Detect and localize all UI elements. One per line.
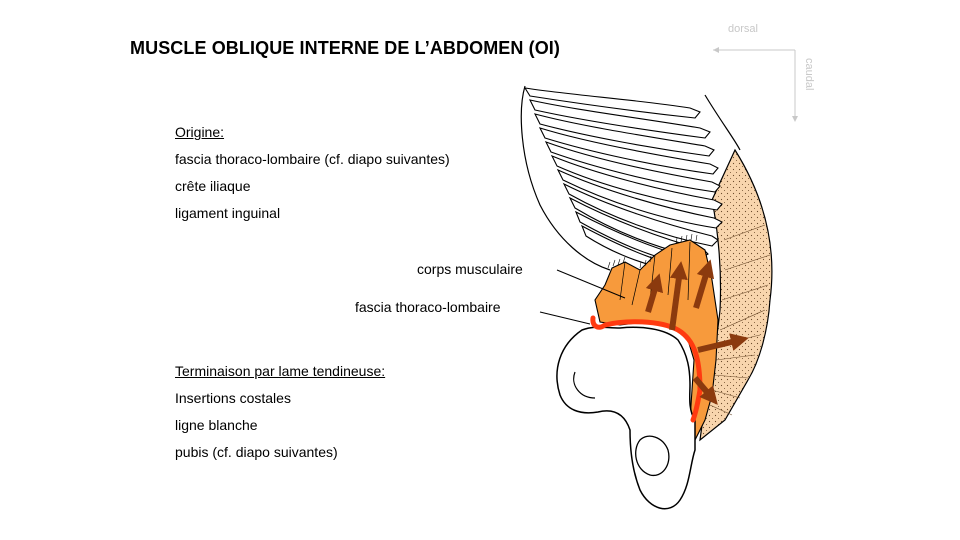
hip-bone bbox=[556, 326, 696, 510]
orientation-dorsal-label: dorsal bbox=[728, 23, 758, 35]
orientation-indicator bbox=[713, 47, 798, 122]
fascia-line bbox=[590, 315, 703, 423]
origin-item: ligament inguinal bbox=[175, 205, 281, 221]
page-title: MUSCLE OBLIQUE INTERNE DE L’ABDOMEN (OI) bbox=[130, 38, 561, 58]
origin-item: crête iliaque bbox=[175, 178, 251, 194]
rib-cage bbox=[523, 87, 723, 267]
termination-item: ligne blanche bbox=[175, 417, 258, 433]
corps-leader-line bbox=[556, 269, 626, 299]
termination-header: Terminaison par lame tendineuse: bbox=[175, 363, 386, 379]
orientation-caudal-label: caudal bbox=[803, 58, 815, 91]
fascia-leader-line bbox=[539, 311, 591, 325]
origin-item: fascia thoraco-lombaire (cf. diapo suiva… bbox=[175, 151, 450, 167]
origin-section: Origine: fascia thoraco-lombaire (cf. di… bbox=[175, 119, 450, 227]
termination-section: Terminaison par lame tendineuse: Inserti… bbox=[175, 358, 385, 466]
termination-item: Insertions costales bbox=[175, 390, 291, 406]
direction-arrows bbox=[645, 259, 749, 405]
termination-item: pubis (cf. diapo suivantes) bbox=[175, 444, 338, 460]
label-fascia-thoraco-lombaire: fascia thoraco-lombaire bbox=[355, 299, 501, 315]
origin-header: Origine: bbox=[175, 124, 225, 140]
label-corps-musculaire: corps musculaire bbox=[417, 261, 523, 277]
